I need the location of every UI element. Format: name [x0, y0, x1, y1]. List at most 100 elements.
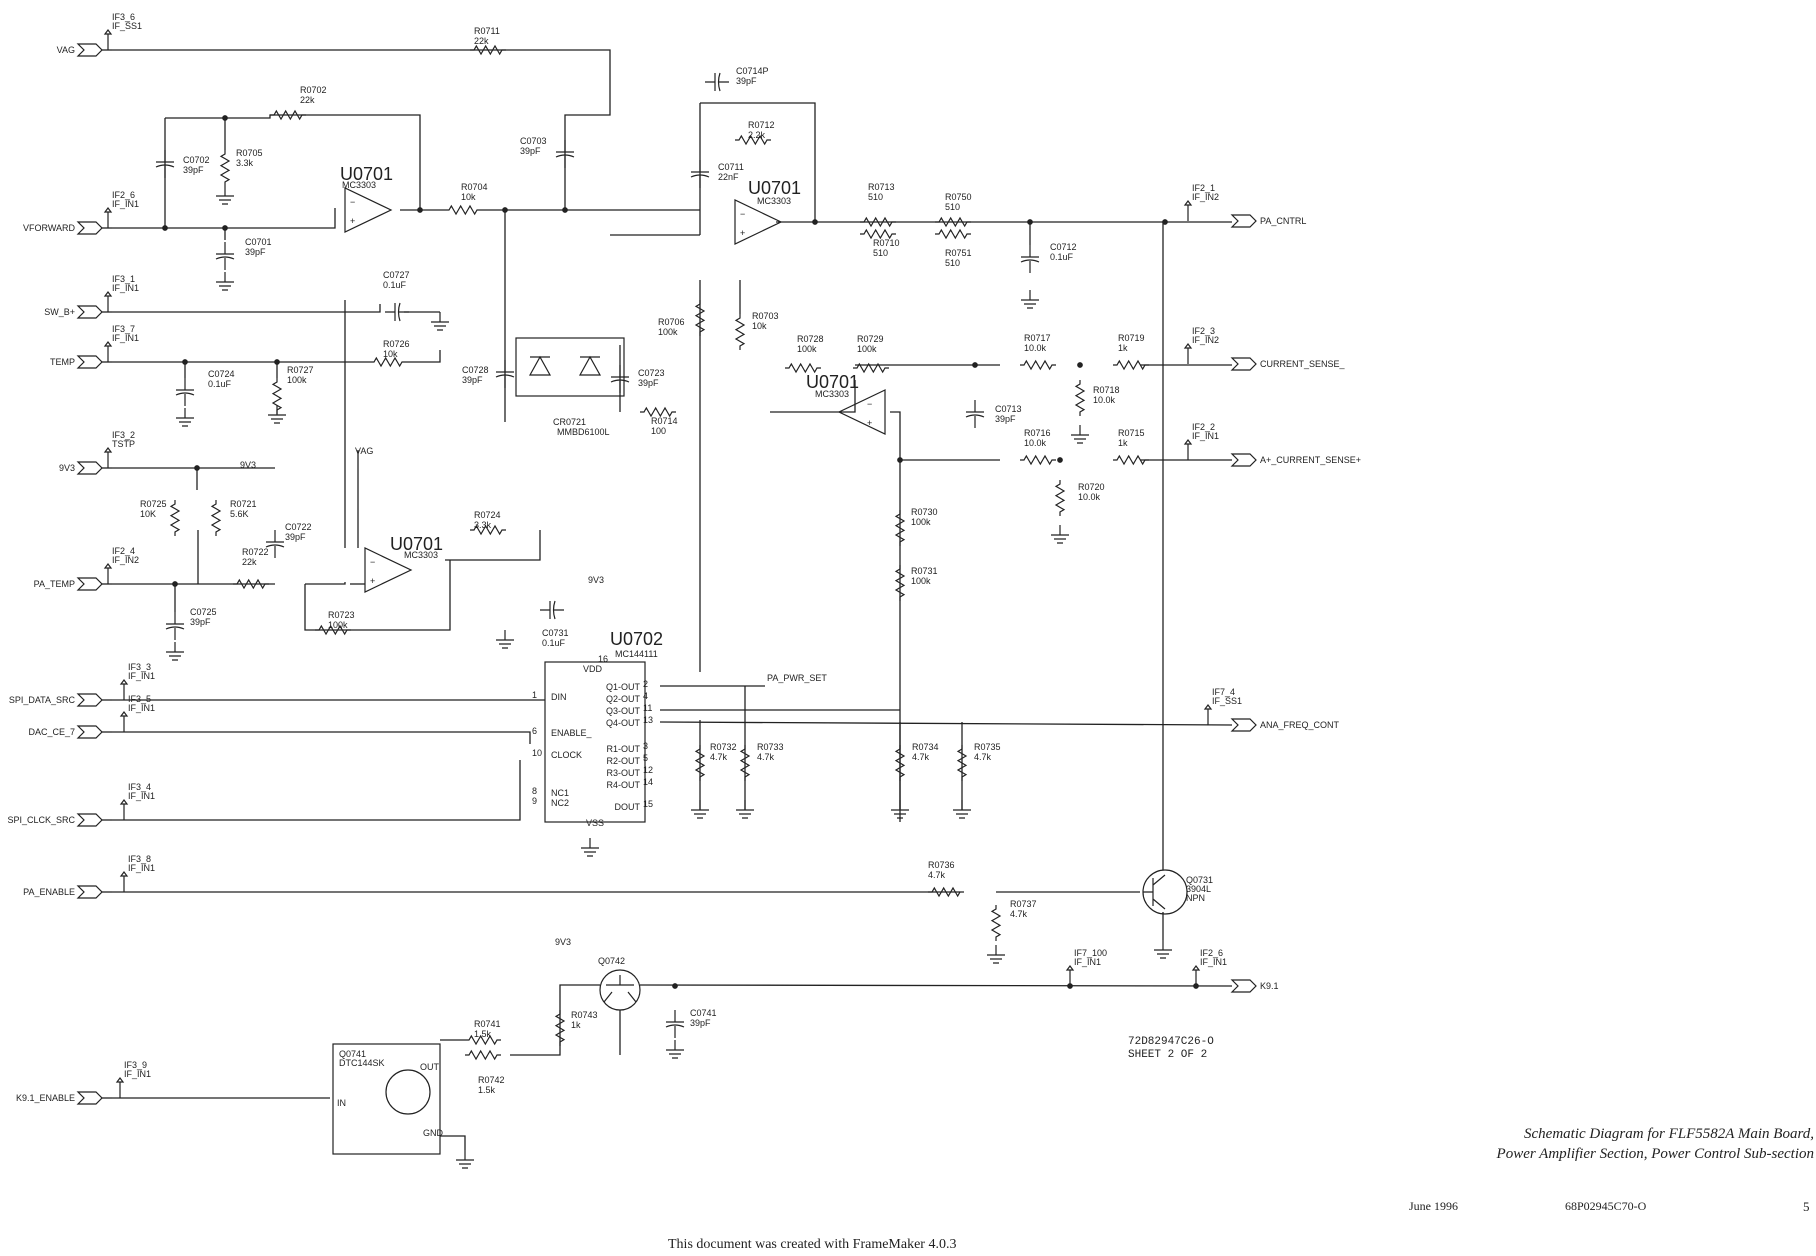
resistor-symbol — [853, 362, 889, 374]
test-point-symbol — [119, 871, 129, 892]
component-c0728-val: 39pF — [462, 375, 483, 385]
port-out-current-sense--port-symbol — [1230, 357, 1257, 371]
u0701d-part: MC3303 — [404, 550, 438, 560]
component-r0722-val: 22k — [242, 557, 257, 567]
component-r0726-ref: R0726 — [383, 339, 410, 349]
component-r0718-val: 10.0k — [1093, 395, 1116, 405]
u0702-pin-q2-out: Q2-OUT — [606, 694, 641, 704]
capacitor-symbol — [385, 302, 409, 322]
component-r0711-ref: R0711 — [474, 26, 500, 36]
port-out-pa-cntrl-tag: IF2_1 — [1192, 183, 1215, 193]
component-c0727-val: 0.1uF — [383, 280, 407, 290]
u0701-part: MC3303 — [342, 180, 376, 190]
component-c0711-ref: C0711 — [718, 162, 744, 172]
port-in-pa-enable-port-symbol — [76, 885, 103, 899]
resistor-symbol — [1020, 454, 1056, 466]
component-r0732-ref: R0732 — [710, 742, 737, 752]
wire — [112, 760, 521, 821]
net-9v3-q0742: 9V3 — [555, 937, 571, 947]
resistor-symbol — [860, 228, 896, 240]
component-r0710-val: 510 — [873, 248, 888, 258]
u0702-pin-r4-out: R4-OUT — [607, 780, 641, 790]
port-out-a-current-sense--tag: IF2_2 — [1192, 422, 1215, 432]
component-r0750-ref: R0750 — [945, 192, 972, 202]
ground-symbol — [691, 800, 709, 819]
port-out-k9-1-tag: IF2_6 — [1200, 948, 1223, 958]
port-in-vforward-sub: IF_IN1 — [112, 199, 139, 209]
wire — [440, 1135, 466, 1150]
u0702-pin-nc2: NC2 — [551, 798, 569, 808]
component-r0717-val: 10.0k — [1024, 343, 1047, 353]
ground-symbol — [176, 408, 194, 427]
resistor-symbol — [1113, 454, 1149, 466]
port-in-spi-clck-src-sub: IF_IN1 — [128, 791, 155, 801]
ground-symbol — [431, 312, 449, 331]
opamp-plus-sign: + — [740, 228, 745, 238]
port-out-k9-1-name: K9.1 — [1260, 981, 1279, 991]
diagram-title-line2: Power Amplifier Section, Power Control S… — [1496, 1146, 1814, 1162]
port-in-vforward-name: VFORWARD — [23, 223, 76, 233]
wire — [700, 102, 816, 222]
capacitor-symbol — [155, 150, 175, 178]
port-in-dac-ce-7-sub: IF_IN1 — [128, 703, 155, 713]
component-r0750-val: 510 — [945, 202, 960, 212]
resistor-symbol — [739, 745, 751, 781]
capacitor-symbol — [555, 140, 575, 168]
cr0721-val: MMBD6100L — [557, 427, 610, 437]
wire — [639, 984, 1233, 987]
component-r0720-val: 10.0k — [1078, 492, 1101, 502]
junction-dot — [1057, 457, 1063, 463]
port-in-temp-port-symbol — [76, 355, 103, 369]
q0741-ref: Q0741 — [339, 1049, 366, 1059]
component-c0724-val: 0.1uF — [208, 379, 232, 389]
component-r0703-ref: R0703 — [752, 311, 779, 321]
resistor-symbol — [956, 745, 968, 781]
wires — [102, 49, 1233, 1150]
component-r0742-ref: R0742 — [478, 1075, 505, 1085]
q0731-type: NPN — [1186, 893, 1205, 903]
ground-symbol — [987, 945, 1005, 964]
component-r0723-val: 100k — [328, 620, 348, 630]
component-c0711-val: 22nF — [718, 172, 739, 182]
q0741-val: DTC144SK — [339, 1058, 385, 1068]
component-c0722-val: 39pF — [285, 532, 306, 542]
q0742-ref: Q0742 — [598, 956, 625, 966]
ground-symbol — [581, 838, 599, 857]
wire — [445, 530, 541, 561]
component-c0725-val: 39pF — [190, 617, 211, 627]
port-in-9v3-sub: TSTP — [112, 439, 135, 449]
component-r0737-ref: R0737 — [1010, 899, 1037, 909]
component-r0743-ref: R0743 — [571, 1010, 598, 1020]
junction-dot — [194, 465, 200, 471]
component-r0728-ref: R0728 — [797, 334, 824, 344]
u0702-pin-q3-out: Q3-OUT — [606, 706, 641, 716]
component-c0727-ref: C0727 — [383, 270, 410, 280]
opamp-plus-sign: + — [370, 576, 375, 586]
u0702-pin-q1-out: Q1-OUT — [606, 682, 641, 692]
capacitor-symbol — [965, 400, 985, 428]
ground-symbol — [268, 405, 286, 424]
u0702-pinnum-q4-out: 13 — [643, 715, 653, 725]
u0701-ref: U0701 — [340, 164, 393, 184]
port-in-dac-ce-7-port-symbol — [76, 725, 103, 739]
resistor-symbol — [734, 314, 746, 350]
u0702-pinnum-enable_: 6 — [532, 726, 537, 736]
component-c0701-val: 39pF — [245, 247, 266, 257]
port-in-vag-name: VAG — [57, 45, 75, 55]
component-r0733-ref: R0733 — [757, 742, 784, 752]
diagram-title-line1: Schematic Diagram for FLF5582A Main Boar… — [1524, 1126, 1814, 1142]
capacitor-symbol — [1020, 245, 1040, 273]
resistor-symbol — [694, 745, 706, 781]
junction-dot — [812, 219, 818, 225]
component-r0731-val: 100k — [911, 576, 931, 586]
resistor-symbol — [465, 1034, 501, 1046]
port-in-sw-b--name: SW_B+ — [44, 307, 75, 317]
q0742-symbol — [599, 969, 641, 1011]
resistor-symbol — [694, 300, 706, 336]
u0702-pinnum-nc2: 9 — [532, 796, 537, 806]
test-point-symbol — [103, 447, 113, 468]
resistor-symbol — [370, 356, 406, 368]
port-in-k9-1-enable-tag: IF3_9 — [124, 1060, 147, 1070]
sheet-note-line1: 72D82947C26-O — [1128, 1036, 1214, 1048]
component-r0736-val: 4.7k — [928, 870, 946, 880]
